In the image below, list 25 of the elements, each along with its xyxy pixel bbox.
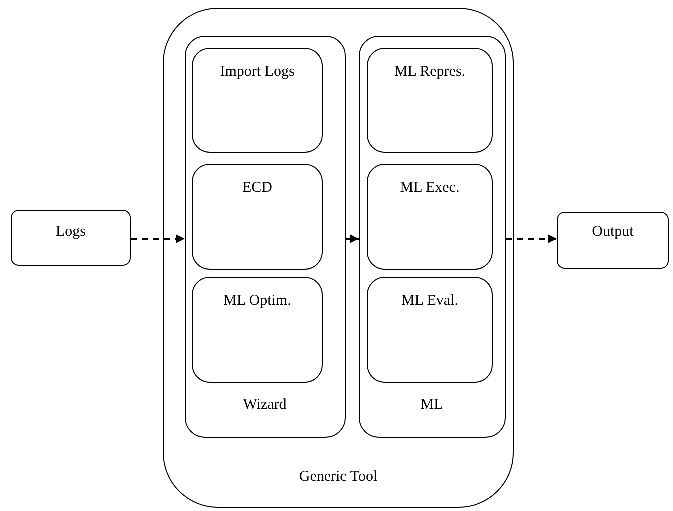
node-label: ML Eval. (400, 292, 460, 311)
process-box (192, 164, 323, 270)
output-box (557, 212, 669, 269)
node-label: Output (591, 223, 635, 242)
node-label: ML Repres. (393, 63, 467, 82)
node-label: Wizard (242, 396, 288, 414)
arrow (131, 234, 185, 244)
node-label: ECD (242, 179, 274, 198)
process-box (192, 48, 323, 153)
node-label: ML Optim. (222, 292, 292, 311)
node-label: Import Logs (219, 63, 296, 82)
process-box (367, 48, 493, 153)
process-box (367, 164, 493, 270)
node-label: Logs (55, 223, 87, 242)
node-label: ML Exec. (399, 179, 461, 198)
arrow (346, 234, 359, 244)
group-box (358, 36, 506, 438)
node-label: Generic Tool (298, 468, 379, 487)
arrow (506, 234, 557, 244)
node-label: ML (420, 396, 444, 414)
input-box (11, 210, 131, 266)
container-box (163, 8, 514, 508)
group-box (184, 36, 346, 438)
process-box (367, 277, 493, 383)
process-box (192, 277, 323, 383)
